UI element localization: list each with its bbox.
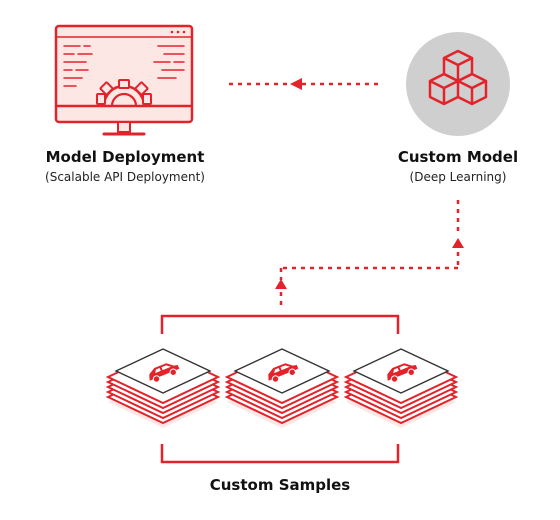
cubes-icon bbox=[406, 32, 510, 136]
car-image-stack-icon bbox=[226, 348, 338, 429]
model-subtitle: (Deep Learning) bbox=[409, 170, 507, 184]
car-image-stack-icon bbox=[345, 348, 457, 429]
model-title: Custom Model bbox=[397, 148, 519, 166]
connector-model-to-deployment bbox=[226, 78, 378, 90]
monitor-gear-icon bbox=[54, 24, 194, 136]
deployment-title: Model Deployment bbox=[45, 148, 205, 166]
samples-title: Custom Samples bbox=[209, 476, 351, 494]
car-image-stack-icon bbox=[107, 348, 219, 429]
samples-bracket bbox=[160, 314, 400, 464]
connector-samples-to-model bbox=[275, 200, 464, 306]
deployment-subtitle: (Scalable API Deployment) bbox=[45, 170, 205, 184]
deployment-label: Model Deployment (Scalable API Deploymen… bbox=[20, 148, 230, 184]
model-label: Custom Model (Deep Learning) bbox=[370, 148, 546, 184]
